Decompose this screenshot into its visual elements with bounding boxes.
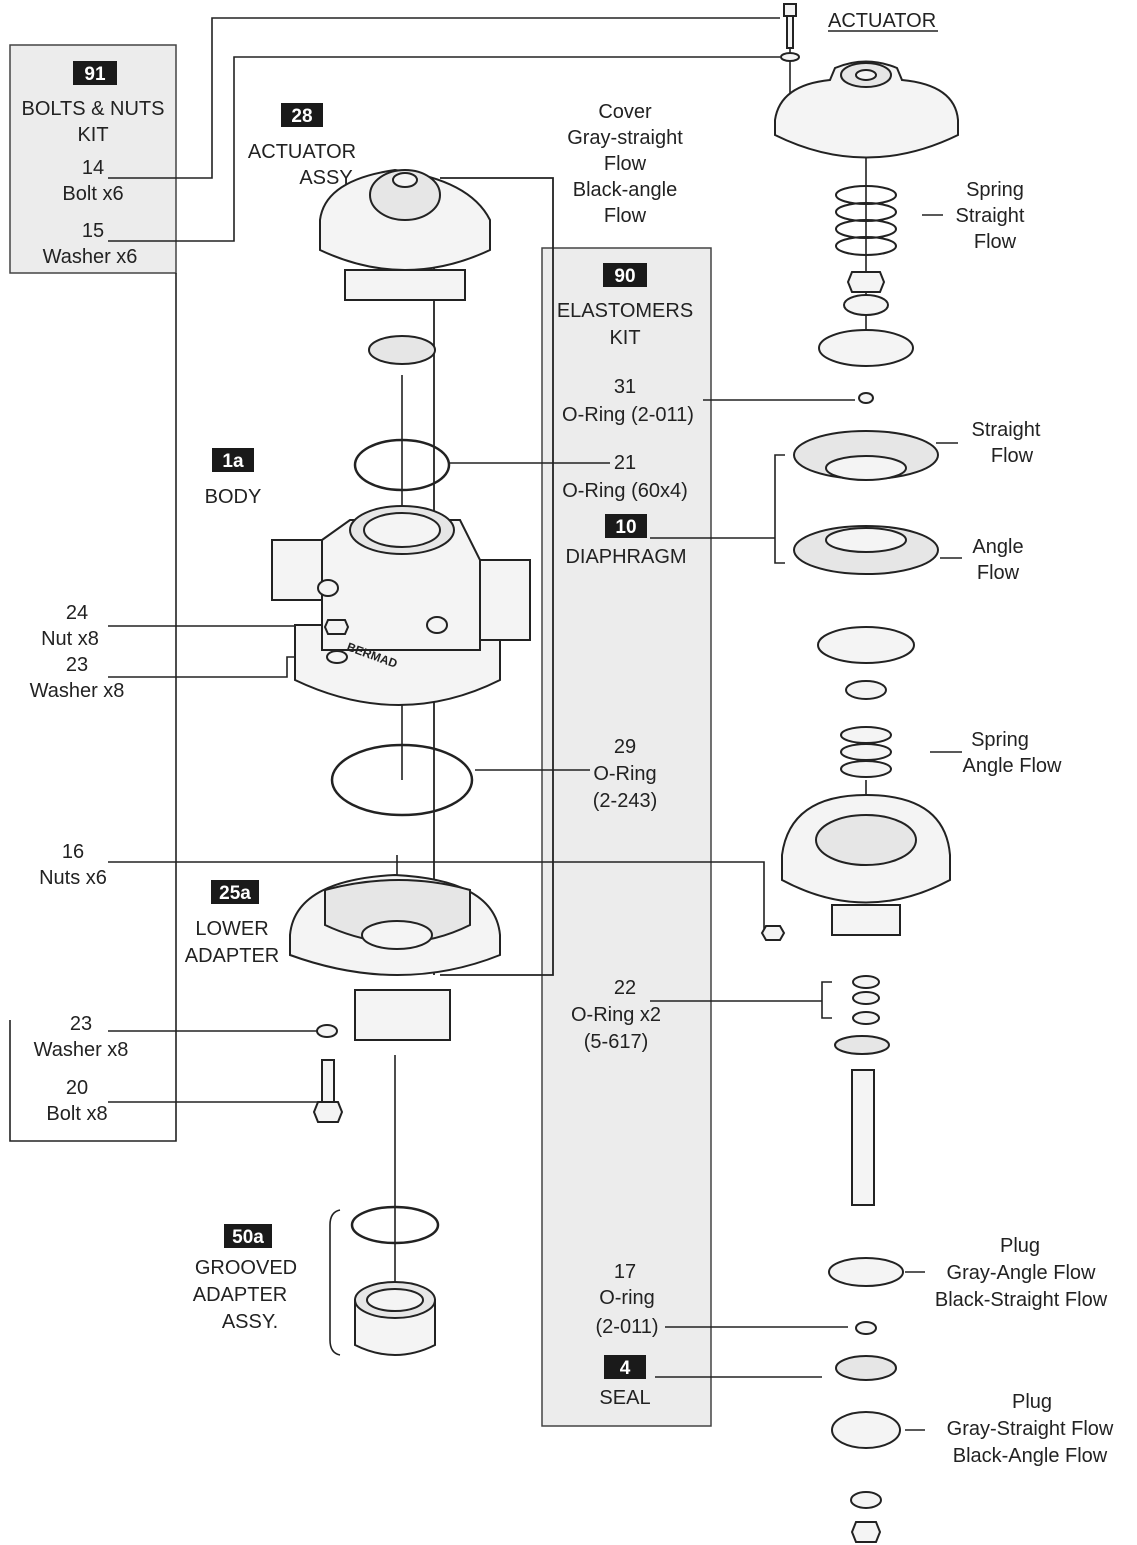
actuator-assy-label-1: ACTUATOR <box>248 141 356 163</box>
plug1-label-2: Gray-Angle Flow <box>947 1262 1096 1284</box>
plug1-label-3: Black-Straight Flow <box>935 1289 1108 1311</box>
cover-label-2: Gray-straight <box>567 127 683 149</box>
stem-nut-washer-disc <box>818 271 914 404</box>
spring-angle-label-1: Spring <box>971 729 1029 751</box>
diaphragm-label: DIAPHRAGM <box>565 546 686 568</box>
bolts-nuts-kit-number: 91 <box>84 64 106 85</box>
lower-actuator-housing <box>760 793 951 941</box>
diaphragm-straight-2: Flow <box>991 445 1034 467</box>
cover-label-3: Flow <box>604 153 647 175</box>
item-15-number: 15 <box>82 220 104 242</box>
spring-straight-label-2: Straight <box>956 205 1025 227</box>
diaphragm-angle-2: Flow <box>977 562 1020 584</box>
plug2-label-1: Plug <box>1012 1391 1052 1413</box>
actuator-title: ACTUATOR <box>828 10 936 32</box>
oring-2-243 <box>330 743 474 817</box>
item-23-number: 23 <box>66 654 88 676</box>
body-label: BODY <box>205 486 262 508</box>
tag-boxes <box>73 61 647 1379</box>
item-29-name-1: O-Ring <box>593 763 656 785</box>
item-17-number: 17 <box>614 1261 636 1283</box>
item-22-number: 22 <box>614 977 636 999</box>
actuator-bolt-and-washer <box>780 3 800 62</box>
diaphragm-straight-1: Straight <box>972 419 1041 441</box>
spring-straight-label-3: Flow <box>974 231 1017 253</box>
actuator-assembly <box>319 168 491 365</box>
valve-body: BERMAD <box>271 505 531 706</box>
lower-adapter-label-2: ADAPTER <box>185 945 279 967</box>
cover-label-1: Cover <box>598 101 652 123</box>
spring-angle <box>840 726 892 778</box>
spring-straight <box>835 185 897 256</box>
cover-label-4: Black-angle <box>573 179 678 201</box>
elastomers-kit-panel <box>541 247 712 1427</box>
actuator-assy-label-2: ASSY <box>299 167 352 189</box>
item-29-number: 29 <box>614 736 636 758</box>
bolts-nuts-kit-bracket <box>9 273 177 1142</box>
grooved-adapter-label-2: ADAPTER <box>193 1284 287 1306</box>
elastomers-kit-number: 90 <box>614 266 635 287</box>
seal-label: SEAL <box>599 1387 650 1409</box>
spring-angle-label-2: Angle Flow <box>963 755 1062 777</box>
item-23b-name: Washer x8 <box>34 1039 129 1061</box>
diaphragm-number: 10 <box>615 517 636 538</box>
item-14-name: Bolt x6 <box>62 183 123 205</box>
seal-number: 4 <box>620 1358 631 1379</box>
grooved-adapter-label-1: GROOVED <box>195 1257 297 1279</box>
plug1-label-1: Plug <box>1000 1235 1040 1257</box>
item-20-number: 20 <box>66 1077 88 1099</box>
item-17-name-2: (2-011) <box>596 1316 659 1338</box>
item-31-number: 31 <box>614 376 636 398</box>
leader-lines <box>108 17 962 1431</box>
bolts-nuts-kit-title-2: KIT <box>77 124 108 146</box>
elastomers-kit-title: ELASTOMERS <box>557 300 693 322</box>
item-24-name: Nut x8 <box>41 628 99 650</box>
item-17-name-1: O-ring <box>599 1287 655 1309</box>
grooved-adapter-part <box>350 1205 440 1356</box>
item-20-name: Bolt x8 <box>46 1103 107 1125</box>
oring-stack-and-stem <box>828 975 904 1543</box>
item-15-name: Washer x6 <box>43 246 138 268</box>
grooved-adapter-number: 50a <box>232 1227 264 1248</box>
plug2-label-3: Black-Angle Flow <box>953 1445 1108 1467</box>
item-24-number: 24 <box>66 602 88 624</box>
item-16-number: 16 <box>62 841 84 863</box>
item-21-number: 21 <box>614 452 636 474</box>
actuator-assy-number: 28 <box>291 106 312 127</box>
item-29-name-2: (2-243) <box>593 790 657 812</box>
item-22-name-1: O-Ring x2 <box>571 1004 661 1026</box>
grooved-adapter-label-3: ASSY. <box>222 1311 278 1333</box>
actuator-cover <box>774 60 959 159</box>
oring-60x4 <box>353 438 451 492</box>
item-21-name: O-Ring (60x4) <box>562 480 688 502</box>
lower-adapter-label-1: LOWER <box>195 918 268 940</box>
body-number: 1a <box>222 451 244 472</box>
item-23b-number: 23 <box>70 1013 92 1035</box>
bolts-nuts-kit-title: BOLTS & NUTS <box>22 98 165 120</box>
spring-straight-label-1: Spring <box>966 179 1024 201</box>
item-14-number: 14 <box>82 157 104 179</box>
cover-label-5: Flow <box>604 205 647 227</box>
elastomers-kit-title-2: KIT <box>609 327 640 349</box>
diaphragm-angle-1: Angle <box>972 536 1023 558</box>
plug2-label-2: Gray-Straight Flow <box>947 1418 1114 1440</box>
lower-adapter-part <box>289 873 501 1123</box>
lower-adapter-number: 25a <box>219 883 251 904</box>
diaphragm-discs <box>793 430 939 700</box>
item-22-name-2: (5-617) <box>584 1031 648 1053</box>
item-31-name: O-Ring (2-011) <box>562 404 694 426</box>
item-16-name: Nuts x6 <box>39 867 107 889</box>
item-23-name: Washer x8 <box>30 680 125 702</box>
